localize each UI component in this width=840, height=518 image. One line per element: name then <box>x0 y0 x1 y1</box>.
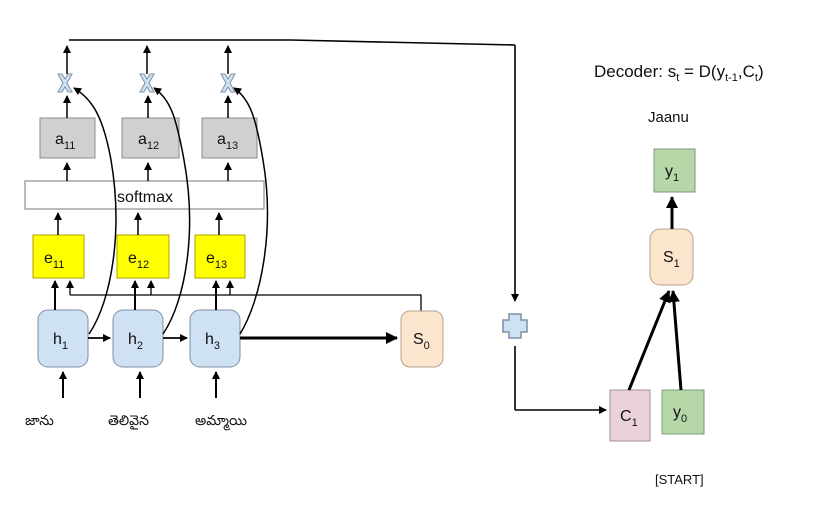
energy-e11: e11 <box>32 234 85 279</box>
initial-decoder-state-s0: S0 <box>400 310 444 368</box>
top-context-line <box>290 39 516 46</box>
svg-text:e11: e11 <box>44 250 64 271</box>
previous-output-y0: y0 <box>661 389 705 435</box>
svg-text:S1: S1 <box>663 249 680 270</box>
svg-text:y1: y1 <box>665 163 679 184</box>
svg-text:C1: C1 <box>620 408 638 429</box>
encoder-h3: h3 <box>189 309 241 368</box>
s0-feedback-line <box>70 294 422 311</box>
encoder-h1: h1 <box>37 309 89 368</box>
softmax-box <box>24 180 265 210</box>
decoder-output-y1: y1 <box>653 148 696 193</box>
svg-text:h2: h2 <box>128 331 143 352</box>
hidden-to-multiply-arrow <box>73 87 117 335</box>
svg-text:a12: a12 <box>138 131 159 152</box>
encoder-h2: h2 <box>112 309 164 368</box>
svg-text:h3: h3 <box>205 331 220 352</box>
svg-text:a13: a13 <box>217 131 238 152</box>
input-word: అమ్మాయి <box>195 413 247 431</box>
c1-to-s1-arrow <box>627 290 671 391</box>
y0-to-s1-arrow <box>667 290 683 391</box>
svg-text:e12: e12 <box>128 250 149 271</box>
multiply-icon <box>139 73 155 93</box>
input-word: తెలివైన <box>108 413 149 430</box>
output-word-label: Jaanu <box>648 109 689 126</box>
svg-text:S0: S0 <box>413 331 430 352</box>
energy-e12: e12 <box>116 234 170 279</box>
start-token-label: [START] <box>655 472 704 487</box>
multiply-icon <box>220 73 236 93</box>
softmax-label: softmax <box>117 189 173 206</box>
svg-text:e13: e13 <box>206 250 227 271</box>
hidden-to-multiply-arrow <box>233 87 269 335</box>
svg-text:y0: y0 <box>673 404 687 425</box>
decoder-title: Decoder: st = D(yt-1,Ct) <box>594 62 764 84</box>
svg-text:h1: h1 <box>53 331 68 352</box>
energy-e13: e13 <box>194 234 246 279</box>
hidden-to-multiply-arrow <box>153 87 191 335</box>
decoder-state-s1: S1 <box>649 228 694 286</box>
svg-text:a11: a11 <box>55 131 75 152</box>
plus-icon <box>502 313 528 339</box>
multiply-icon <box>57 73 73 93</box>
attention-weight-a12: a12 <box>121 117 180 159</box>
attention-weight-a11: a11 <box>39 117 96 159</box>
context-vector-c1: C1 <box>609 389 651 442</box>
attention-weight-a13: a13 <box>201 117 258 159</box>
input-word: జాను <box>25 413 54 429</box>
